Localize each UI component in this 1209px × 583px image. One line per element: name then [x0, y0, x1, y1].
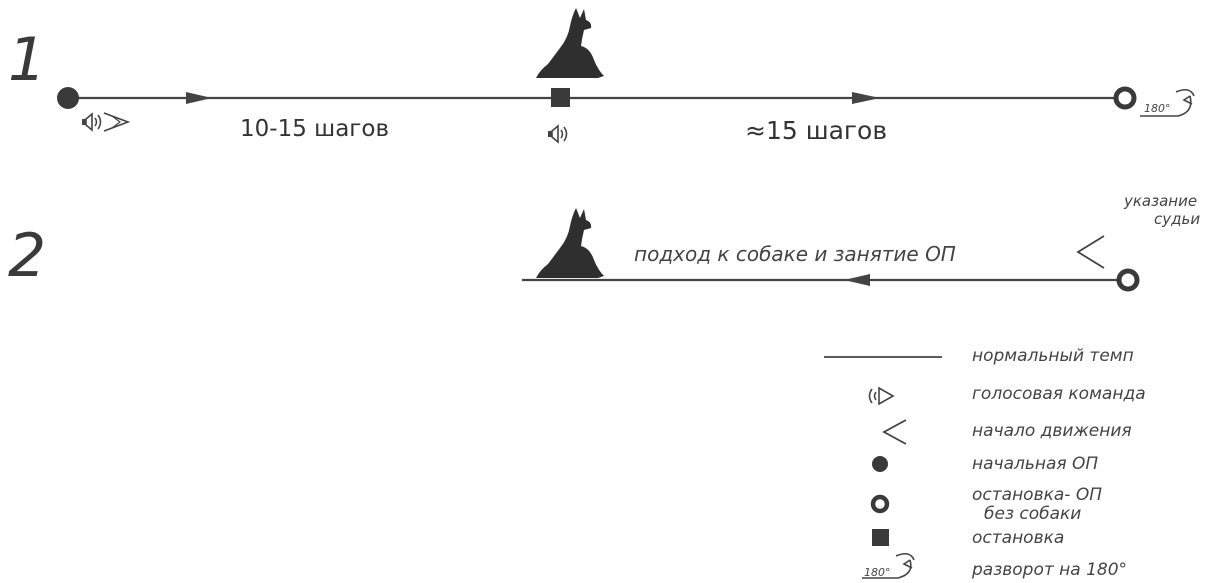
row2-movement-start-icon	[1076, 235, 1105, 269]
row1-voice-start-icon	[82, 112, 131, 132]
legend-stop-square-icon	[872, 529, 889, 546]
legend-label-start-position: начальная ОП	[972, 454, 1099, 474]
legend-label-voice-command: голосовая команда	[972, 384, 1146, 404]
row1-stop-ring-icon	[1113, 86, 1137, 110]
legend-label-normal-pace: нормальный темп	[972, 346, 1134, 366]
legend-start-position-dot-icon	[872, 456, 888, 472]
judge-label-line2: судьи	[1154, 210, 1201, 228]
row1-dog-icon	[536, 8, 604, 78]
legend-label-movement-start: начало движения	[972, 421, 1132, 441]
row1-track	[68, 92, 1118, 104]
legend-stop-ring-icon	[870, 494, 890, 514]
legend-label-stop-without-dog-2: без собаки	[984, 504, 1082, 524]
row1-start-position-dot-icon	[57, 87, 79, 109]
row2-dog-icon	[536, 208, 604, 278]
legend-turn-180-icon	[862, 552, 915, 579]
legend-label-turn-180: разворот на 180°	[972, 560, 1128, 580]
row2-approach-label: подход к собаке и занятие ОП	[634, 242, 956, 266]
row1-voice-command-icon	[548, 124, 568, 144]
row2-arrow	[844, 274, 870, 286]
row1-turn-badge: 180°	[1144, 102, 1171, 115]
legend-label-stop-without-dog: остановка- ОП	[972, 485, 1102, 505]
row-number-2: 2	[8, 221, 47, 291]
row2-stop-ring-icon	[1116, 268, 1140, 292]
row1-distance-2: ≈15 шагов	[745, 116, 888, 145]
row1-stop-square-icon	[551, 88, 570, 107]
legend-voice-command-icon	[868, 386, 895, 406]
row1-arrow-1	[186, 92, 212, 104]
judge-label-line1: указание	[1124, 192, 1198, 210]
row-number-1: 1	[8, 25, 47, 95]
row1-arrow-2	[852, 92, 880, 104]
row1-distance-1: 10-15 шагов	[240, 116, 389, 142]
row2-track	[522, 274, 1120, 286]
legend-label-stop: остановка	[972, 528, 1065, 548]
legend-movement-start-icon	[882, 419, 907, 445]
row1-turn-180-icon	[1140, 88, 1195, 117]
legend-turn-badge: 180°	[864, 566, 891, 579]
